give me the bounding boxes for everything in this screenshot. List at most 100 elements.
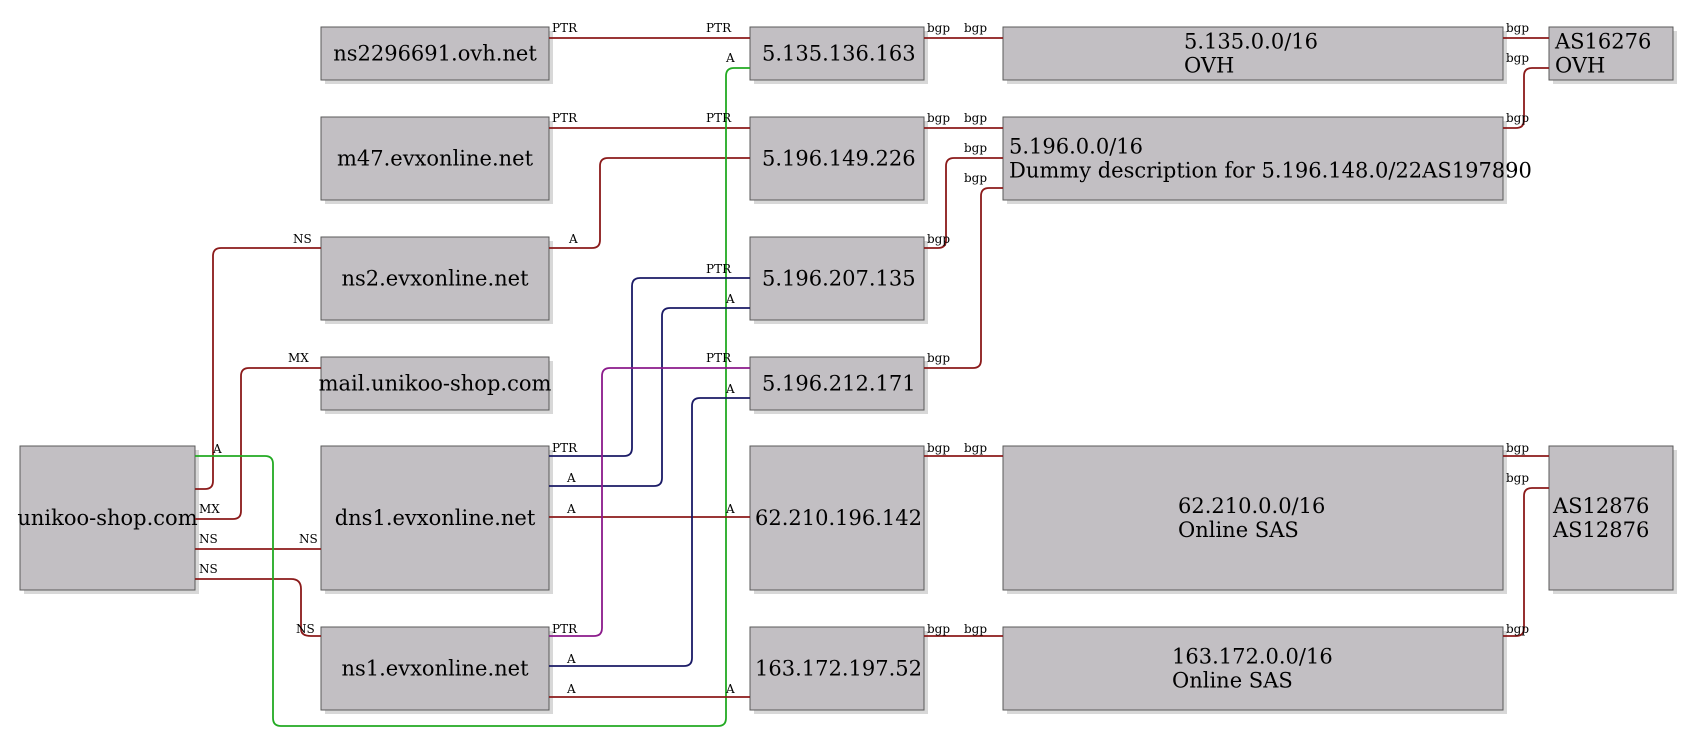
node-ip2[interactable]: 5.196.149.226 (749, 116, 925, 201)
node-ns1[interactable]: ns1.evxonline.net (320, 626, 550, 711)
edge-label: PTR (706, 262, 732, 276)
node-ip3[interactable]: 5.196.207.135 (749, 236, 925, 321)
edge-label: bgp (1506, 441, 1529, 455)
node-domain[interactable]: unikoo-shop.com (17, 445, 198, 591)
edge-label: A (566, 682, 576, 696)
edge-label: A (725, 51, 735, 65)
edge-label: bgp (964, 141, 987, 155)
node-label: unikoo-shop.com (17, 506, 197, 530)
node-label: m47.evxonline.net (337, 147, 534, 171)
node-mail[interactable]: mail.unikoo-shop.com (319, 356, 552, 411)
edge-label: MX (288, 351, 309, 365)
edge-label: NS (296, 622, 315, 636)
edge-label: A (725, 682, 735, 696)
node-label: OVH (1184, 54, 1234, 78)
edge-label: bgp (964, 171, 987, 185)
edge-label: bgp (927, 351, 950, 365)
node-label: AS12876 (1552, 518, 1649, 542)
node-ns2[interactable]: ns2.evxonline.net (320, 236, 550, 321)
edge-label: bgp (927, 111, 950, 125)
edge-label: A (212, 442, 222, 456)
node-label: 5.196.0.0/16 (1009, 135, 1143, 159)
node-label: 5.135.136.163 (762, 42, 916, 66)
node-box (1548, 445, 1674, 591)
edge-label: NS (293, 232, 312, 246)
edge-ip4-net2 (924, 187, 1003, 369)
edge-ns1-ip4 (549, 367, 750, 637)
edge-label: PTR (552, 622, 578, 636)
edge-label: bgp (927, 441, 950, 455)
node-label: dns1.evxonline.net (335, 506, 536, 530)
node-ip6[interactable]: 163.172.197.52 (749, 626, 925, 711)
edge-label: bgp (1506, 622, 1529, 636)
edge-ns1-ip4 (549, 397, 750, 667)
edge-net4-as2 (1503, 487, 1549, 637)
node-label: 5.196.207.135 (762, 267, 916, 291)
node-label: Online SAS (1178, 518, 1299, 542)
edge-label: A (725, 382, 735, 396)
node-label: mail.unikoo-shop.com (319, 372, 552, 396)
edge-dns1-ip3 (549, 307, 750, 487)
edge-label: bgp (964, 622, 987, 636)
edge-label: NS (199, 532, 218, 546)
edge-label: NS (299, 532, 318, 546)
edge-domain-ip1 (195, 67, 750, 727)
node-box (749, 445, 925, 591)
node-label: AS16276 (1554, 30, 1651, 54)
node-label: 5.135.0.0/16 (1184, 30, 1318, 54)
node-ip1[interactable]: 5.135.136.163 (749, 26, 925, 81)
edge-label: bgp (1506, 471, 1529, 485)
node-label: 163.172.197.52 (755, 657, 922, 681)
edge-label: bgp (927, 232, 950, 246)
node-box (1002, 116, 1504, 201)
edge-label: PTR (706, 111, 732, 125)
edge-domain-ns1 (195, 578, 321, 637)
edge-label: A (566, 471, 576, 485)
edge-label: bgp (1506, 111, 1529, 125)
edge-label: bgp (1506, 21, 1529, 35)
edge-label: A (566, 652, 576, 666)
edge-label: bgp (1506, 51, 1529, 65)
node-label: 5.196.212.171 (762, 372, 916, 396)
edge-label: PTR (706, 21, 732, 35)
edge-label: PTR (706, 351, 732, 365)
node-label: Online SAS (1172, 669, 1293, 693)
node-box (1548, 26, 1674, 81)
node-m47[interactable]: m47.evxonline.net (320, 116, 550, 201)
edge-label: PTR (552, 441, 578, 455)
edge-domain-mail (195, 367, 321, 520)
edge-label: A (566, 502, 576, 516)
node-label: 5.196.149.226 (762, 147, 916, 171)
node-ip4[interactable]: 5.196.212.171 (749, 356, 925, 411)
node-box (320, 236, 550, 321)
node-label: OVH (1555, 54, 1605, 78)
node-ns2296691[interactable]: ns2296691.ovh.net (320, 26, 550, 81)
edge-label: A (568, 232, 578, 246)
node-label: AS12876 (1552, 494, 1649, 518)
node-label: ns2.evxonline.net (341, 267, 529, 291)
edge-label: A (725, 292, 735, 306)
edge-label: bgp (927, 21, 950, 35)
node-label: ns2296691.ovh.net (333, 42, 537, 66)
edge-label: bgp (964, 441, 987, 455)
edge-label: PTR (552, 111, 578, 125)
edge-label: MX (199, 502, 220, 516)
node-label: ns1.evxonline.net (341, 657, 529, 681)
edge-label: NS (199, 562, 218, 576)
edge-dns1-ip3 (549, 277, 750, 457)
edge-ip3-net2 (924, 157, 1003, 249)
node-box (320, 445, 550, 591)
node-label: 163.172.0.0/16 (1172, 645, 1333, 669)
edge-label: bgp (964, 21, 987, 35)
node-label: 62.210.0.0/16 (1178, 494, 1325, 518)
node-box (320, 356, 550, 411)
node-ip5[interactable]: 62.210.196.142 (749, 445, 925, 591)
node-box (1002, 26, 1504, 81)
node-dns1[interactable]: dns1.evxonline.net (320, 445, 550, 591)
